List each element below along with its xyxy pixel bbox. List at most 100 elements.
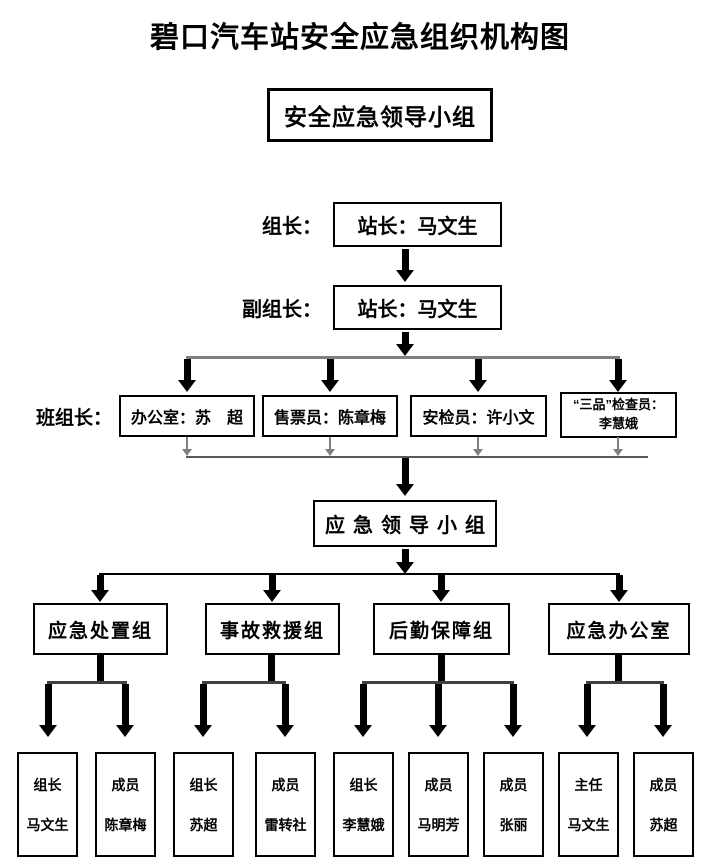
- member-role: 组长: [349, 776, 378, 793]
- thin-down-arrow-icon: [472, 437, 484, 456]
- member-name: 马文生: [26, 816, 69, 833]
- down-arrow-icon: [91, 575, 109, 602]
- arrow-head: [432, 590, 450, 602]
- arrow-shaft: [401, 458, 409, 484]
- down-arrow-icon: [469, 359, 487, 392]
- arrow-head: [654, 725, 672, 737]
- arrow-shaft: [183, 359, 191, 380]
- arrow-head: [263, 590, 281, 602]
- label-deputy: 副组长：: [242, 299, 322, 321]
- member-box: 成员 张丽: [483, 752, 544, 857]
- arrow-shaft: [401, 249, 409, 270]
- arrow-head: [182, 449, 192, 456]
- member-box: 成员 马明芳: [408, 752, 469, 857]
- box-three-goods-line2: 李慧娥: [598, 416, 638, 431]
- arrow-shaft: [281, 684, 289, 725]
- arrow-head: [325, 449, 335, 456]
- arrow-shaft: [401, 332, 409, 344]
- page-title: 碧口汽车站安全应急组织机构图: [149, 22, 570, 54]
- member-role: 主任: [574, 776, 603, 793]
- member-name: 苏超: [649, 816, 678, 833]
- member-box: 主任 马文生: [558, 752, 619, 857]
- arrow-head: [609, 380, 627, 392]
- connector-shaft: [268, 655, 275, 682]
- down-arrow-icon: [432, 575, 450, 602]
- down-arrow-icon: [578, 684, 596, 737]
- member-name: 陈章梅: [104, 816, 147, 833]
- arrow-head: [396, 344, 414, 356]
- arrow-shaft: [583, 684, 591, 725]
- label-leader: 组长：: [262, 216, 322, 238]
- arrow-head: [276, 725, 294, 737]
- box-safety-emergency-leading-group: 安全应急领导小组: [267, 88, 493, 142]
- box-logistics-group: 后勤保障组: [373, 603, 510, 655]
- box-ticket-seller: 售票员：陈章梅: [262, 395, 398, 437]
- branch-line: [586, 681, 664, 684]
- down-arrow-icon: [504, 684, 522, 737]
- member-role: 成员: [271, 776, 300, 793]
- label-team-leaders: 班组长：: [36, 407, 113, 429]
- arrow-head: [469, 380, 487, 392]
- member-name: 苏超: [189, 816, 218, 833]
- arrow-shaft: [617, 437, 619, 449]
- arrow-head: [396, 270, 414, 282]
- down-arrow-icon: [321, 359, 339, 392]
- arrow-head: [610, 590, 628, 602]
- member-role: 成员: [649, 776, 678, 793]
- branch-line: [186, 356, 620, 359]
- arrow-shaft: [121, 684, 129, 725]
- member-box: 组长 马文生: [17, 752, 78, 857]
- member-box: 成员 苏超: [633, 752, 694, 857]
- member-name: 马明芳: [417, 816, 460, 833]
- arrow-shaft: [615, 575, 623, 590]
- down-arrow-icon: [654, 684, 672, 737]
- arrow-shaft: [401, 549, 409, 562]
- member-name: 雷转社: [264, 816, 307, 833]
- down-arrow-icon: [396, 249, 414, 282]
- collect-line: [186, 456, 648, 458]
- branch-line: [202, 681, 286, 684]
- down-arrow-icon: [609, 359, 627, 392]
- arrow-shaft: [659, 684, 667, 725]
- thin-down-arrow-icon: [181, 437, 193, 456]
- connector-shaft: [615, 655, 622, 682]
- arrow-head: [429, 725, 447, 737]
- arrow-head: [194, 725, 212, 737]
- connector-shaft: [97, 655, 104, 682]
- box-security-inspector: 安检员：许小文: [410, 395, 547, 437]
- down-arrow-icon: [396, 549, 414, 574]
- arrow-head: [504, 725, 522, 737]
- branch-line: [362, 681, 514, 684]
- arrow-head: [178, 380, 196, 392]
- arrow-shaft: [359, 684, 367, 725]
- box-emergency-leading-group: 应急领导小组: [313, 500, 497, 547]
- box-three-goods-line1: “三品”检查员：: [572, 397, 664, 413]
- box-leader: 站长：马文生: [333, 202, 502, 247]
- member-role: 成员: [111, 776, 140, 793]
- arrow-head: [578, 725, 596, 737]
- down-arrow-icon: [396, 458, 414, 496]
- member-box: 组长 李慧娥: [333, 752, 394, 857]
- arrow-head: [354, 725, 372, 737]
- arrow-shaft: [474, 359, 482, 380]
- arrow-shaft: [509, 684, 517, 725]
- box-deputy: 站长：马文生: [333, 285, 502, 330]
- member-name: 张丽: [499, 816, 528, 833]
- arrow-shaft: [614, 359, 622, 380]
- member-role: 组长: [33, 776, 62, 793]
- arrow-shaft: [268, 575, 276, 590]
- arrow-head: [396, 562, 414, 574]
- arrow-head: [396, 484, 414, 496]
- arrow-shaft: [326, 359, 334, 380]
- arrow-head: [321, 380, 339, 392]
- connector-shaft: [438, 655, 445, 682]
- down-arrow-icon: [263, 575, 281, 602]
- arrow-head: [473, 449, 483, 456]
- arrow-head: [116, 725, 134, 737]
- arrow-shaft: [96, 575, 104, 590]
- box-emergency-office: 应急办公室: [548, 603, 690, 655]
- member-box: 组长 苏超: [173, 752, 234, 857]
- down-arrow-icon: [39, 684, 57, 737]
- member-role: 成员: [424, 776, 453, 793]
